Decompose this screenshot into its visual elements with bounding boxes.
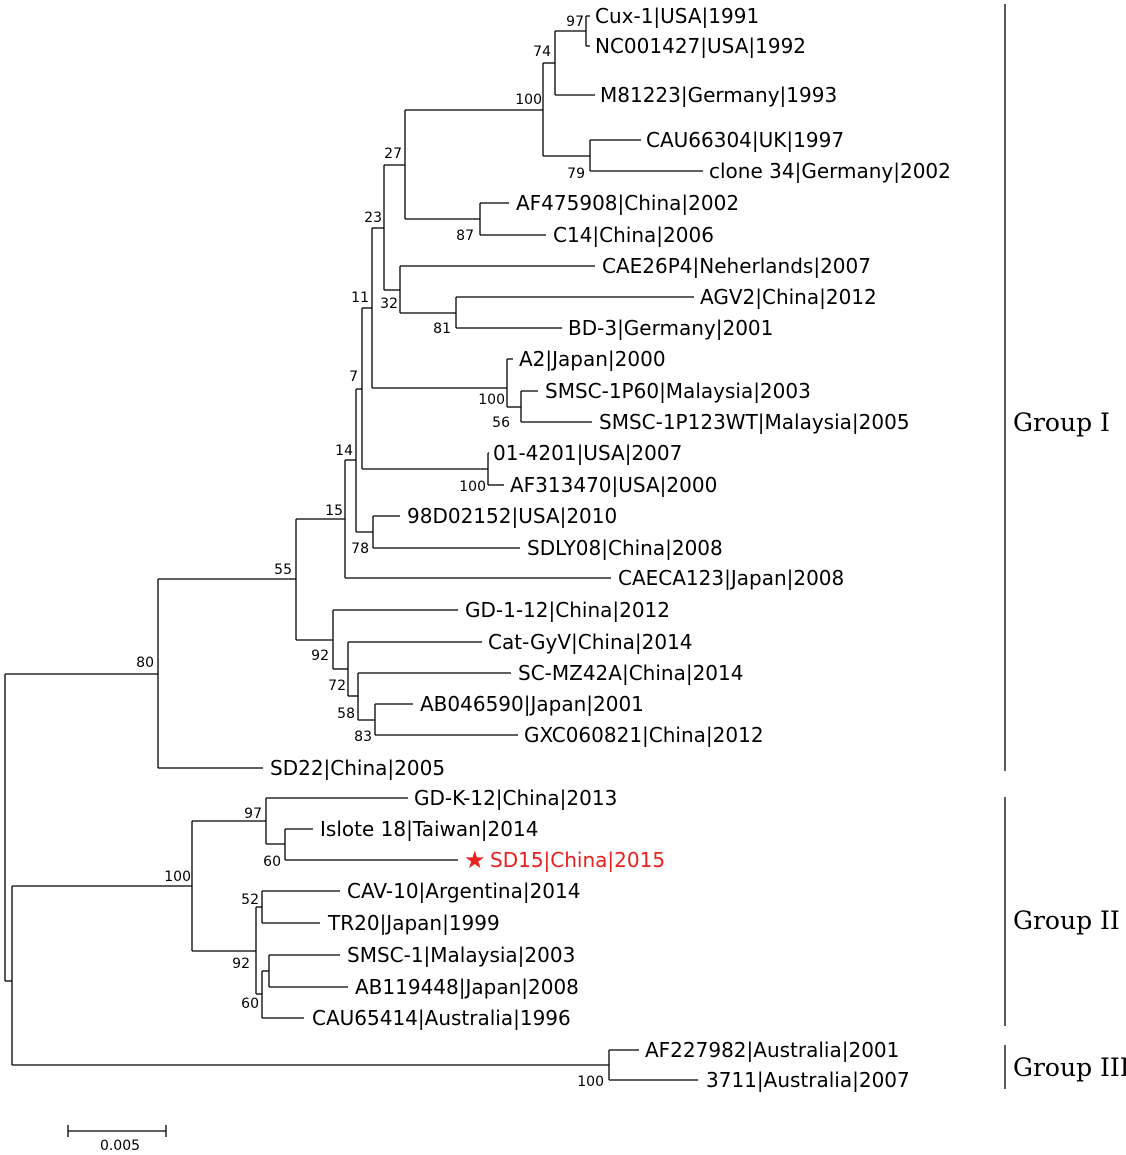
taxon-label: AF313470|USA|2000 [510,473,717,497]
taxon-label: AB046590|Japan|2001 [420,692,644,716]
taxon-label: Cux-1|USA|1991 [595,4,759,28]
taxon-label: 98D02152|USA|2010 [407,504,617,528]
bootstrap-value: 11 [351,290,369,306]
taxon-label: SC-MZ42A|China|2014 [518,661,743,685]
taxon-label: AGV2|China|2012 [700,285,877,309]
bootstrap-value: 83 [354,729,372,745]
bootstrap-value: 55 [274,562,292,578]
bootstrap-value: 80 [136,655,154,671]
taxon-label: AF475908|China|2002 [516,191,739,215]
bootstrap-value: 14 [335,443,353,459]
bootstrap-value: 100 [478,392,505,408]
taxon-label: AF227982|Australia|2001 [645,1038,899,1062]
taxon-label: A2|Japan|2000 [519,347,666,371]
taxon-label: M81223|Germany|1993 [600,83,837,107]
group-brackets: Group I Group II Group III [1004,4,1126,1089]
bootstrap-value: 100 [577,1074,604,1090]
highlighted-taxon: ★ SD15|China|2015 [464,846,665,874]
group-ii-label: Group II [1013,906,1120,935]
group-i-label: Group I [1013,408,1110,437]
taxon-label: Cat-GyV|China|2014 [488,630,693,654]
taxon-label: GD-K-12|China|2013 [414,786,617,810]
taxon-label: CAE26P4|Neherlands|2007 [602,254,871,278]
bootstrap-value: 100 [164,869,191,885]
taxon-label: CAU66304|UK|1997 [646,128,844,152]
bootstrap-value: 79 [567,166,585,182]
taxon-labels: Cux-1|USA|1991 NC001427|USA|1992 M81223|… [270,4,951,1092]
tree-branches [4,15,703,1081]
taxon-label: GXC060821|China|2012 [524,723,764,747]
taxon-label: Islote 18|Taiwan|2014 [320,817,538,841]
taxon-label: SD22|China|2005 [270,756,445,780]
taxon-label: clone 34|Germany|2002 [709,159,951,183]
bootstrap-value: 87 [456,228,474,244]
taxon-label: CAV-10|Argentina|2014 [347,879,580,903]
scale-bar-label: 0.005 [100,1138,140,1154]
bootstrap-value: 7 [349,369,358,385]
bootstrap-value: 78 [351,541,369,557]
bootstrap-value: 52 [241,892,259,908]
taxon-label: CAECA123|Japan|2008 [618,566,844,590]
bootstrap-value: 100 [459,479,486,495]
bootstrap-value: 100 [515,92,542,108]
taxon-label: CAU65414|Australia|1996 [312,1006,571,1030]
taxon-label: 01-4201|USA|2007 [493,441,682,465]
bootstrap-value: 23 [364,210,382,226]
taxon-label: BD-3|Germany|2001 [568,316,773,340]
bootstrap-value: 15 [325,503,343,519]
bootstrap-values: 97 74 100 79 27 87 23 32 81 11 100 56 7 … [136,14,604,1090]
bootstrap-value: 60 [241,996,259,1012]
taxon-label: NC001427|USA|1992 [595,34,806,58]
bootstrap-value: 92 [232,956,250,972]
taxon-label: SMSC-1|Malaysia|2003 [347,943,575,967]
taxon-label: GD-1-12|China|2012 [465,598,670,622]
taxon-label: 3711|Australia|2007 [706,1068,910,1092]
bootstrap-value: 74 [533,44,551,60]
bootstrap-value: 27 [384,146,402,162]
bootstrap-value: 72 [328,678,346,694]
bootstrap-value: 56 [492,415,510,431]
taxon-label: SDLY08|China|2008 [527,536,723,560]
scale-bar: 0.005 [67,1125,167,1154]
taxon-label: AB119448|Japan|2008 [355,975,579,999]
bootstrap-value: 32 [380,296,398,312]
star-icon: ★ [464,846,486,874]
bootstrap-value: 60 [263,854,281,870]
taxon-label: SMSC-1P123WT|Malaysia|2005 [599,410,910,434]
highlighted-taxon-label: SD15|China|2015 [490,848,665,872]
taxon-label: SMSC-1P60|Malaysia|2003 [545,379,811,403]
taxon-label: C14|China|2006 [553,223,714,247]
group-iii-label: Group III [1013,1053,1126,1082]
bootstrap-value: 81 [433,321,451,337]
taxon-label: TR20|Japan|1999 [327,911,500,935]
bootstrap-value: 58 [337,706,355,722]
bootstrap-value: 92 [311,648,329,664]
bootstrap-value: 97 [244,806,262,822]
bootstrap-value: 97 [566,14,584,30]
